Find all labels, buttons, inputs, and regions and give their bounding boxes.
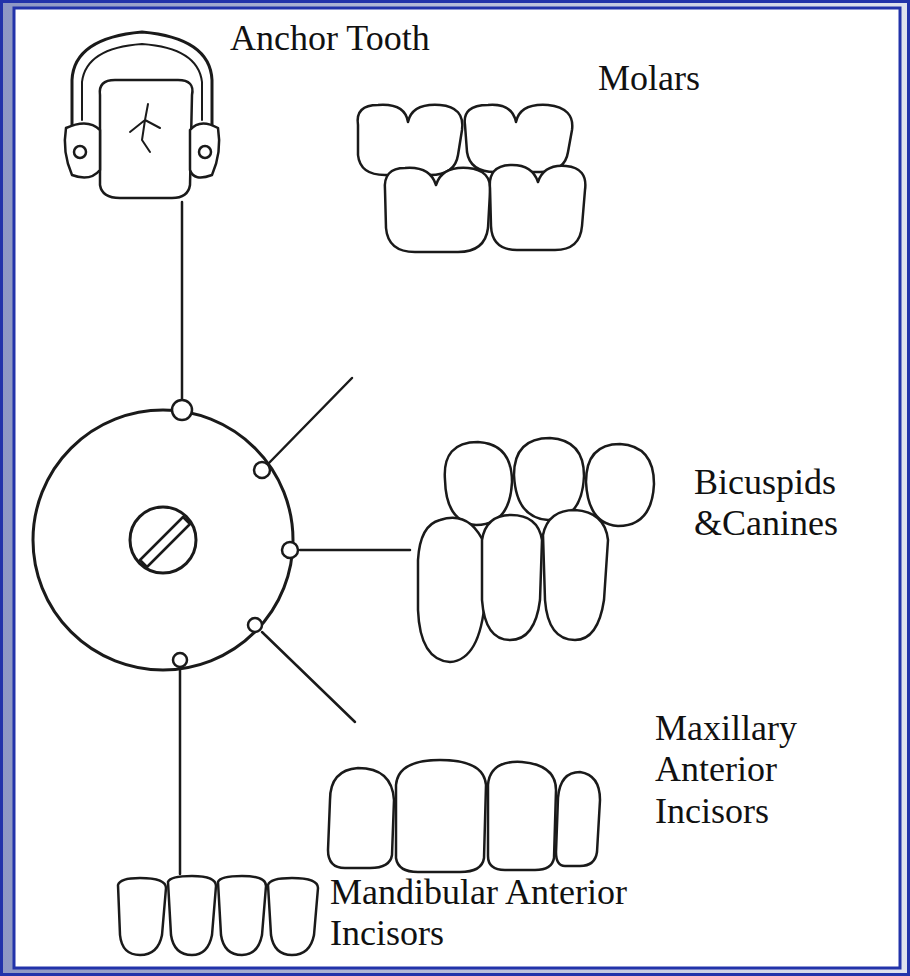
part-label: Bicuspids &Canines (694, 462, 884, 545)
selector-wheel (33, 400, 298, 670)
molars (358, 105, 586, 252)
part-label: Mandibular Anterior Incisors (330, 872, 680, 955)
maxillary-incisors (328, 760, 600, 872)
anchor-tooth (65, 32, 219, 198)
mandibular-incisors (118, 876, 318, 955)
bicuspids-canines (418, 438, 654, 662)
part-label: Molars (598, 58, 848, 99)
part-label: Anchor Tooth (230, 18, 650, 59)
part-label: Maxillary Anterior Incisors (655, 708, 875, 832)
inner-frame (14, 8, 900, 968)
leader-lines (180, 202, 410, 874)
